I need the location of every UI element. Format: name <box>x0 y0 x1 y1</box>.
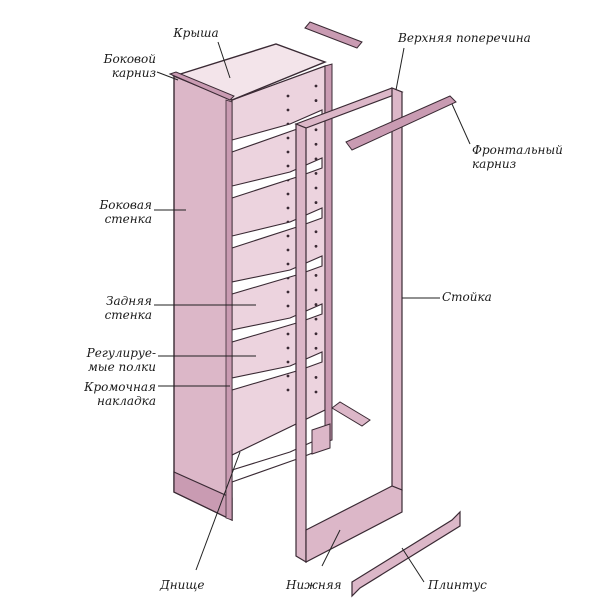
shelf-support-hole <box>286 234 290 238</box>
side-wall-panel <box>173 74 233 522</box>
label-front-cornice: Фронтальный карниз <box>472 143 563 171</box>
shelf-support-hole <box>286 164 290 168</box>
shelf-support-hole <box>314 390 318 394</box>
leader-front-cornice <box>451 103 471 145</box>
label-edge-strip: Кромочная накладка <box>84 380 156 408</box>
edge-strip <box>225 99 233 521</box>
shelf-support-hole <box>314 332 318 336</box>
shelf-support-hole <box>286 108 290 112</box>
leader-lower <box>321 529 341 567</box>
label-bottom: Днище <box>160 578 205 592</box>
shelf-support-hole <box>286 388 290 392</box>
shelf-support-hole <box>286 374 290 378</box>
label-post: Стойка <box>442 290 492 304</box>
shelf-support-hole <box>314 230 318 234</box>
leader-side-cornice <box>156 71 179 81</box>
shelf-support-hole <box>286 150 290 154</box>
shelf-support-hole <box>314 172 318 175</box>
shelf-support-hole <box>314 303 318 306</box>
shelf-support-hole <box>286 304 290 308</box>
far-side-panel <box>324 63 333 443</box>
top-floating-cornice <box>304 21 363 49</box>
shelf-support-hole <box>286 360 290 364</box>
carcass-kick-board <box>311 423 331 455</box>
label-top-crossbar: Верхняя поперечина <box>398 31 531 45</box>
shelf-support-hole <box>286 192 290 196</box>
shelf-support-hole <box>314 201 318 204</box>
shelf-support-hole <box>286 94 290 98</box>
shelf-support-hole <box>314 186 318 190</box>
shelf-support-hole <box>314 376 318 379</box>
label-back-wall: Задняя стенка <box>104 294 152 322</box>
shelf-support-hole <box>314 317 318 321</box>
label-side-wall: Боковая стенка <box>99 198 152 226</box>
shelf-support-hole <box>314 244 318 248</box>
label-roof: Крыша <box>173 26 219 40</box>
loose-kick-strip <box>331 401 371 427</box>
shelf-support-hole <box>314 274 318 277</box>
leader-bottom <box>195 451 241 571</box>
shelf-support-hole <box>314 84 318 88</box>
shelf-support-hole <box>314 142 318 146</box>
shelf-support-hole <box>314 346 318 350</box>
label-adjustable-shelves: Регулируе- мые полки <box>86 346 156 374</box>
shelf-support-hole <box>286 206 290 210</box>
label-side-cornice: Боковой карниз <box>103 52 156 80</box>
shelf-support-hole <box>286 346 290 350</box>
shelf-support-hole <box>286 136 290 140</box>
shelf-support-hole <box>314 157 318 161</box>
shelf-support-hole <box>286 290 290 294</box>
label-plinth: Плинтус <box>428 578 487 592</box>
side-cornice-strip <box>168 71 235 101</box>
label-lower: Нижняя <box>286 578 342 592</box>
leader-top-crossbar <box>395 47 405 91</box>
shelf-support-hole <box>286 262 290 266</box>
shelf-support-hole <box>314 128 318 132</box>
frame-bottom-rail <box>305 485 403 563</box>
leader-lines <box>154 41 471 583</box>
shelf-support-hole <box>314 99 318 102</box>
shelf-support-hole <box>286 332 290 336</box>
frame-left-stile <box>295 123 307 564</box>
leader-roof <box>217 41 231 79</box>
shelf-support-hole <box>286 248 290 252</box>
leader-plinth <box>401 547 425 583</box>
shelf-support-hole <box>314 288 318 292</box>
front-cornice-piece <box>345 95 457 151</box>
frame-right-stile <box>391 87 403 491</box>
